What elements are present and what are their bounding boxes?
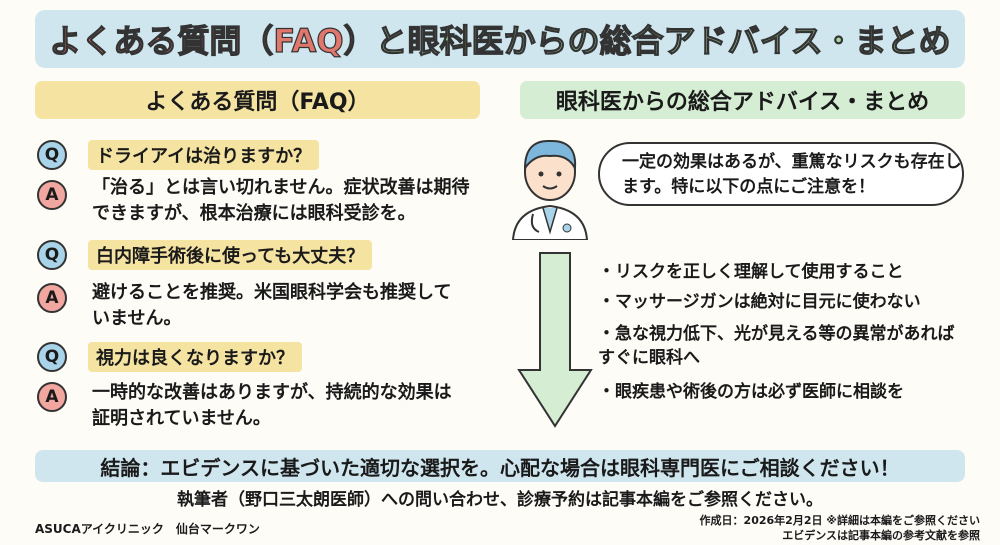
doctor-illustration — [511, 139, 589, 240]
main-title: よくある質問（FAQ）と眼科医からの総合アドバイス・まとめ — [35, 10, 965, 68]
clinic-name: ASUCAアイクリニック 仙台マークワン — [35, 522, 260, 536]
advice-header: 眼科医からの総合アドバイス・まとめ — [520, 81, 965, 119]
evidence-note: エビデンスは記事本編の参考文献を参照 — [782, 529, 980, 542]
q-icon: Q — [37, 240, 67, 270]
advice-bullet: ・マッサージガンは絶対に目元に使わない — [598, 292, 921, 312]
down-arrow-icon — [517, 252, 593, 428]
q-icon: Q — [37, 342, 67, 372]
a-icon: A — [37, 283, 67, 313]
title-advice: と眼科医からの総合アドバイス・まとめ — [375, 21, 951, 60]
faq-question: 白内障手術後に使っても大丈夫？ — [88, 240, 373, 270]
faq-question: ドライアイは治りますか？ — [88, 140, 320, 170]
conclusion-bar: 結論：エビデンスに基づいた適切な選択を。心配な場合は眼科専門医にご相談ください！ — [35, 450, 965, 482]
faq-question: 視力は良くなりますか？ — [88, 342, 302, 372]
faq-answer: 避けることを推奨。米国眼科学会も推奨していません。 — [92, 282, 452, 329]
faq-header: よくある質問（FAQ） — [35, 81, 480, 119]
title-faq: よくある質問（FAQ） — [49, 21, 376, 60]
advice-bullet: ・リスクを正しく理解して使用すること — [598, 262, 904, 282]
a-icon: A — [37, 382, 67, 412]
a-icon: A — [37, 180, 67, 210]
contact-note: 執筆者（野口三太朗医師）への問い合わせ、診療予約は記事本編をご参照ください。 — [177, 490, 823, 510]
advice-bullet: ・急な視力低下、光が見える等の異常があればすぐに眼科へ — [598, 324, 955, 368]
date-note: 作成日：2026年2月2日 ※詳細は本編をご参照ください — [699, 514, 980, 527]
advice-bullet: ・眼疾患や術後の方は必ず医師に相談を — [598, 382, 904, 402]
q-icon: Q — [37, 140, 67, 170]
advice-speech-bubble: 一定の効果はあるが、重篤なリスクも存在します。特に以下の点にご注意を！ — [598, 142, 964, 206]
faq-answer: 一時的な改善はありますが、持続的な効果は証明されていません。 — [92, 382, 452, 429]
faq-answer: 「治る」とは言い切れません。症状改善は期待できますが、根本治療には眼科受診を。 — [92, 177, 470, 224]
